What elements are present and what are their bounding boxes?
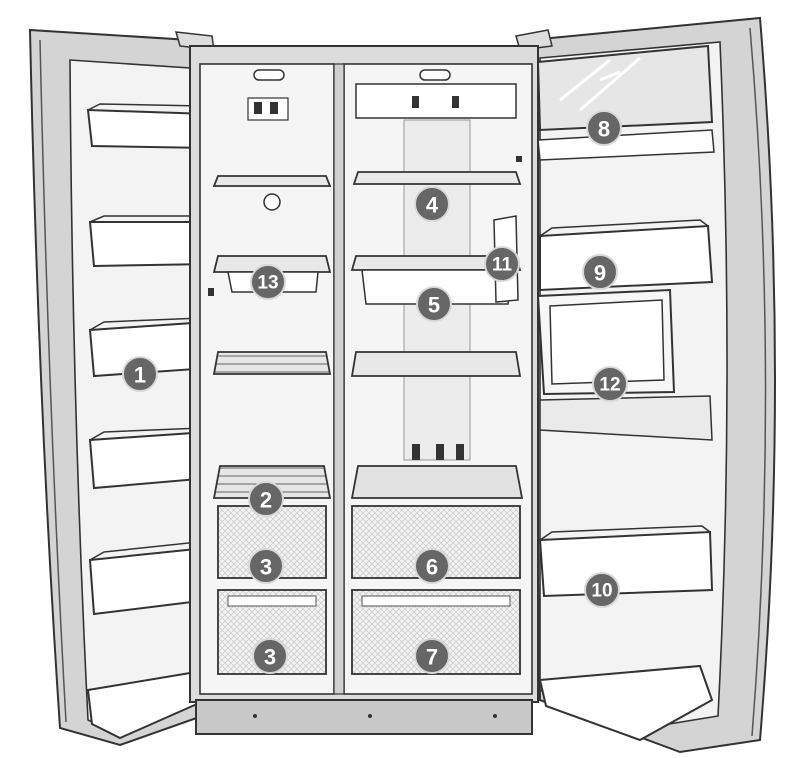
callout-9-label: 9 [594,261,606,286]
callout-3a: 3 [249,549,283,583]
callout-4: 4 [415,187,449,221]
right-door-bin-upper [540,226,712,290]
callout-7-label: 7 [426,645,438,670]
callout-13: 13 [251,265,285,299]
callout-5: 5 [417,287,451,321]
callout-3b-label: 3 [264,645,276,670]
callout-3a-label: 3 [260,555,272,580]
callout-6: 6 [415,549,449,583]
callout-10: 10 [585,573,619,607]
callout-13-label: 13 [257,273,278,294]
center-divider [334,64,344,694]
callout-7: 7 [415,639,449,673]
callout-3b: 3 [253,639,287,673]
callout-2: 2 [249,482,283,516]
left-door [30,30,214,745]
callout-10-label: 10 [591,581,612,602]
right-door [516,18,775,752]
left-door-liner [70,60,195,735]
callout-4-label: 4 [426,193,439,218]
callout-8-label: 8 [598,117,610,142]
right-door-bin-lower [540,532,712,596]
base-grille [196,700,532,734]
callout-1-label: 1 [134,363,146,388]
callout-6-label: 6 [426,555,438,580]
callout-12: 12 [593,367,627,401]
callout-5-label: 5 [428,293,440,318]
callout-1: 1 [123,357,157,391]
callout-11-label: 11 [492,255,513,276]
dairy-compartment [538,46,714,160]
callout-2-label: 2 [260,488,272,513]
callout-11: 11 [485,247,519,281]
callout-12-label: 12 [599,375,620,396]
callout-9: 9 [583,255,617,289]
callout-8: 8 [587,111,621,145]
